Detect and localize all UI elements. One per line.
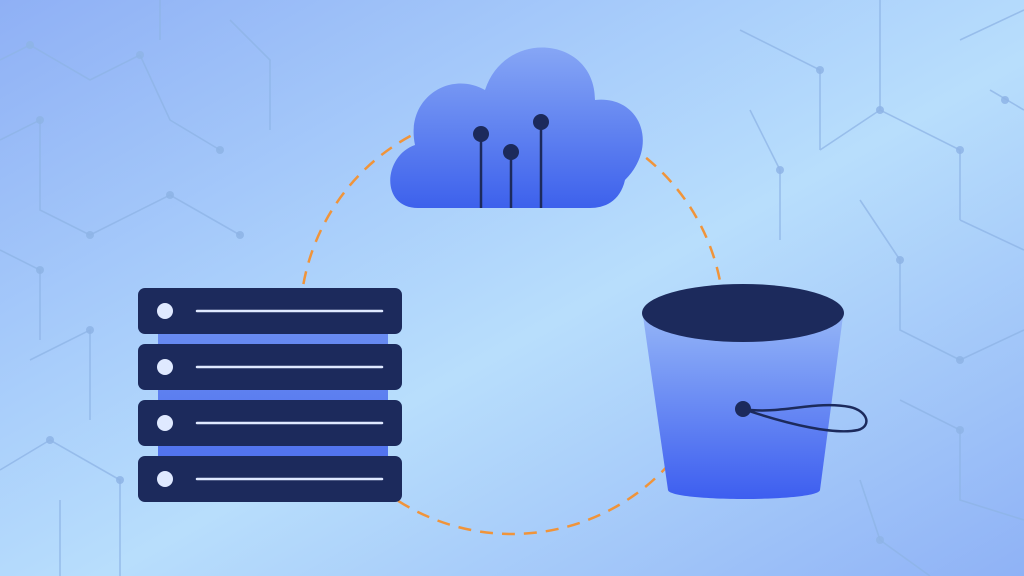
cloud-icon: [390, 47, 643, 208]
server-led-icon: [157, 303, 173, 319]
server-unit-1: [138, 288, 402, 334]
bucket-handle-rivet: [735, 401, 751, 417]
server-rack-icon: [138, 288, 402, 502]
bucket-handle: [742, 403, 868, 433]
server-unit-4: [138, 456, 402, 502]
server-led-icon: [157, 359, 173, 375]
bucket-rim: [642, 284, 844, 342]
server-unit-2: [138, 344, 402, 390]
circuit-nodes: [26, 41, 1009, 544]
storage-bucket-icon: [642, 284, 868, 499]
server-unit-3: [138, 400, 402, 446]
cloud-network-icon: [473, 114, 549, 208]
server-led-icon: [157, 471, 173, 487]
server-led-icon: [157, 415, 173, 431]
